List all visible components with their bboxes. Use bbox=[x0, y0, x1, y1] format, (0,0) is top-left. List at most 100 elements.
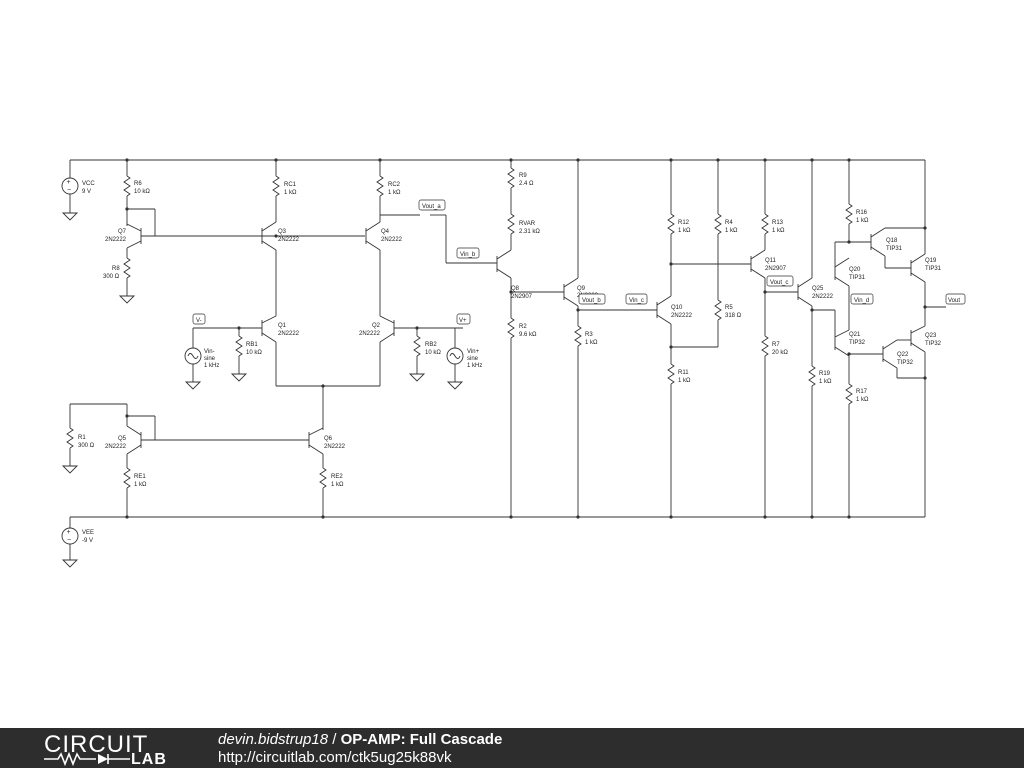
q6-name: Q6 bbox=[324, 436, 333, 442]
resistor-r19 bbox=[808, 365, 816, 387]
q3-name: Q3 bbox=[278, 229, 287, 235]
r16-name: R16 bbox=[856, 210, 868, 216]
vee-name: VEE bbox=[82, 530, 94, 536]
vin-plus-l3: 1 kHz bbox=[467, 363, 482, 369]
circuit-credit: devin.bidstrup18 / OP-AMP: Full Cascade bbox=[218, 731, 502, 748]
r8-name: R8 bbox=[112, 266, 120, 272]
r6-name: R6 bbox=[134, 181, 142, 187]
rc2-name: RC2 bbox=[388, 182, 401, 188]
transistor-q22 bbox=[882, 339, 898, 369]
resistor-rc2 bbox=[376, 175, 384, 197]
netlabel-vout-b: Vout_b bbox=[578, 293, 606, 305]
resistor-r5 bbox=[714, 299, 722, 321]
r2-name: R2 bbox=[519, 324, 527, 330]
resistor-r8 bbox=[123, 257, 131, 279]
q9-name: Q9 bbox=[577, 286, 586, 292]
r11-value: 1 kΩ bbox=[678, 378, 691, 384]
q3-type: 2N2222 bbox=[278, 237, 300, 243]
resistor-r6 bbox=[123, 175, 131, 197]
circuitlab-logo-waveform-icon bbox=[44, 752, 130, 766]
r8-value: 300 Ω bbox=[103, 274, 120, 280]
resistor-rb2 bbox=[413, 335, 421, 357]
author-link[interactable]: devin.bidstrup18 bbox=[218, 731, 329, 748]
r2-value: 9.6 kΩ bbox=[519, 332, 537, 338]
re1-name: RE1 bbox=[134, 474, 146, 480]
r4-name: R4 bbox=[725, 220, 733, 226]
vin-plus-name: Vin+ bbox=[467, 349, 480, 355]
resistor-rvar bbox=[507, 213, 515, 235]
q2-name: Q2 bbox=[372, 323, 381, 329]
q21-type: TIP32 bbox=[849, 340, 866, 346]
rvar-name: RVAR bbox=[519, 221, 536, 227]
r9-name: R9 bbox=[519, 173, 527, 179]
r3-name: R3 bbox=[585, 332, 593, 338]
vcc-source: + − VCC 9 V bbox=[61, 160, 95, 221]
resistor-r4 bbox=[714, 213, 722, 235]
netlabel-vin-b: Vin_b bbox=[456, 247, 480, 259]
footer-bar bbox=[0, 728, 1024, 768]
resistor-re2 bbox=[319, 467, 327, 489]
re1-value: 1 kΩ bbox=[134, 482, 147, 488]
q4-type: 2N2222 bbox=[381, 237, 403, 243]
q23-name: Q23 bbox=[925, 333, 937, 339]
q19-name: Q19 bbox=[925, 258, 937, 264]
r13-name: R13 bbox=[772, 220, 784, 226]
q7-name: Q7 bbox=[118, 229, 127, 235]
circuit-url-link[interactable]: http://circuitlab.com/ctk5ug25k88vk bbox=[218, 749, 452, 766]
transistor-q25 bbox=[797, 277, 813, 307]
re2-value: 1 kΩ bbox=[331, 482, 344, 488]
re2-name: RE2 bbox=[331, 474, 343, 480]
vin-c-label: Vin_c bbox=[629, 298, 644, 304]
transistor-q2 bbox=[379, 315, 395, 343]
r3-value: 1 kΩ bbox=[585, 340, 598, 346]
vout-a-label: Vout_a bbox=[422, 204, 441, 210]
vee-source: + − VEE -9 V bbox=[61, 517, 94, 568]
svg-text:+: + bbox=[67, 529, 71, 536]
resistor-r13 bbox=[761, 213, 769, 235]
r17-value: 1 kΩ bbox=[856, 397, 869, 403]
r4-value: 1 kΩ bbox=[725, 228, 738, 234]
transistor-q4 bbox=[365, 221, 381, 251]
circuit-title[interactable]: OP-AMP: Full Cascade bbox=[340, 731, 503, 748]
q25-name: Q25 bbox=[812, 286, 824, 292]
circuit-schematic: + − VCC 9 V + − VEE -9 V R6 10 kΩ Q7 2N2… bbox=[61, 158, 966, 568]
rc1-name: RC1 bbox=[284, 182, 297, 188]
vin-plus-l2: sine bbox=[467, 356, 479, 362]
transistor-q23 bbox=[910, 325, 926, 353]
vout-b-label: Vout_b bbox=[582, 298, 601, 304]
resistor-re1 bbox=[123, 467, 131, 489]
q1-name: Q1 bbox=[278, 323, 287, 329]
q5-name: Q5 bbox=[118, 436, 127, 442]
q11-type: 2N2907 bbox=[765, 266, 787, 272]
q6-type: 2N2222 bbox=[324, 444, 346, 450]
r5-name: R5 bbox=[725, 305, 733, 311]
rb2-value: 10 kΩ bbox=[425, 350, 441, 356]
resistor-r12 bbox=[667, 213, 675, 235]
r6-value: 10 kΩ bbox=[134, 189, 150, 195]
transistor-q7 bbox=[126, 223, 142, 249]
resistor-r1 bbox=[66, 427, 74, 449]
transistor-q21 bbox=[834, 329, 850, 357]
resistor-rb1 bbox=[235, 335, 243, 357]
r9-value: 2.4 Ω bbox=[519, 181, 534, 187]
transistor-q10 bbox=[656, 295, 672, 325]
q1-type: 2N2222 bbox=[278, 331, 300, 337]
v-plus-label: V+ bbox=[459, 318, 467, 324]
r17-name: R17 bbox=[856, 389, 868, 395]
r1-value: 300 Ω bbox=[78, 443, 95, 449]
svg-text:+: + bbox=[67, 179, 71, 186]
q5-type: 2N2222 bbox=[105, 444, 127, 450]
resistor-r3 bbox=[574, 325, 582, 347]
vin-minus-l3: 1 kHz bbox=[204, 363, 219, 369]
transistor-q6 bbox=[308, 427, 324, 455]
q11-name: Q11 bbox=[765, 258, 777, 264]
v-minus-label: V- bbox=[196, 318, 202, 324]
q22-name: Q22 bbox=[897, 352, 909, 358]
transistor-q9 bbox=[563, 277, 579, 307]
transistor-q18 bbox=[870, 227, 886, 257]
r16-value: 1 kΩ bbox=[856, 218, 869, 224]
netlabel-vout-a: Vout_a bbox=[418, 199, 446, 211]
resistor-r17 bbox=[845, 383, 853, 405]
resistor-r11 bbox=[667, 363, 675, 385]
rvar-value: 2.31 kΩ bbox=[519, 229, 540, 235]
